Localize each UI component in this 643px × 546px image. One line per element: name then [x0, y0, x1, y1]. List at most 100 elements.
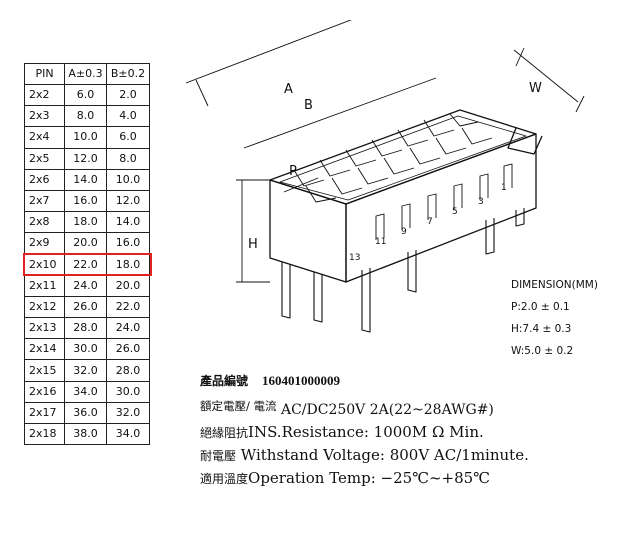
- a-cell: 12.0: [64, 147, 107, 170]
- pin-cell: 2x13: [24, 317, 65, 340]
- pin-cell: 2x12: [24, 295, 65, 319]
- pin-cell: 2x17: [24, 401, 65, 425]
- b-cell: 2.0: [106, 83, 150, 107]
- label-b: B: [304, 98, 313, 113]
- label-a: A: [284, 82, 293, 97]
- highlighted-row-outline: [22, 253, 152, 277]
- a-cell: 16.0: [64, 189, 107, 213]
- a-cell: 36.0: [64, 401, 107, 425]
- pin-cell: 2x8: [24, 211, 65, 234]
- pin-cell: 2x11: [24, 274, 65, 297]
- pin-number-label: 13: [349, 253, 360, 263]
- a-cell: 30.0: [64, 338, 107, 361]
- pin-number-label: 3: [478, 197, 484, 207]
- connector-drawing: A B P W H: [186, 20, 585, 333]
- pin-cell: 2x6: [24, 168, 65, 191]
- a-cell: 20.0: [64, 232, 107, 255]
- label-w: W: [529, 81, 542, 96]
- b-cell: 30.0: [106, 380, 150, 403]
- withstand-line: 耐電壓 Withstand Voltage: 800V AC/1minute.: [200, 444, 529, 467]
- a-cell: 34.0: [64, 380, 107, 403]
- b-cell: 28.0: [106, 359, 150, 382]
- spec-block: 產品編號 160401000009 額定電壓/ 電流 AC/DC250V 2A(2…: [200, 372, 529, 490]
- withstand-label: 耐電壓: [200, 449, 237, 463]
- b-cell: 26.0: [106, 338, 150, 361]
- dimension-a: A: [186, 20, 352, 107]
- pin-number-label: 11: [375, 237, 386, 247]
- table-header-row: PIN A±0.3 B±0.2: [24, 63, 150, 85]
- pin-cell: 2x18: [24, 422, 65, 446]
- a-cell: 14.0: [64, 168, 107, 191]
- dimension-p-value: P:2.0 ± 0.1: [511, 301, 570, 313]
- a-cell: 38.0: [64, 422, 107, 446]
- b-cell: 22.0: [106, 295, 150, 319]
- a-cell: 26.0: [64, 295, 107, 319]
- temperature-line: 適用溫度Operation Temp: −25℃~+85℃: [200, 467, 529, 490]
- b-cell: 24.0: [106, 317, 150, 340]
- part-number-label: 產品編號: [200, 374, 249, 388]
- pin-cell: 2x7: [24, 189, 65, 213]
- withstand-value: Withstand Voltage: 800V AC/1minute.: [240, 446, 529, 464]
- insulation-line: 絕緣阻抗INS.Resistance: 1000M Ω Min.: [200, 421, 529, 444]
- part-number-value: 160401000009: [262, 373, 341, 388]
- connector-housing: [269, 109, 543, 333]
- label-h: H: [248, 237, 258, 252]
- temperature-label: 適用溫度: [200, 472, 249, 486]
- dimension-w-value: W:5.0 ± 0.2: [511, 345, 574, 357]
- b-cell: 8.0: [106, 147, 150, 170]
- pin-cell: 2x14: [24, 338, 65, 361]
- rating-value: AC/DC250V 2A(22~28AWG#): [280, 402, 494, 418]
- b-cell: 32.0: [106, 401, 150, 425]
- header-a: A±0.3: [64, 63, 107, 85]
- a-cell: 32.0: [64, 359, 107, 382]
- dimension-b: B: [243, 77, 437, 149]
- temperature-value: Operation Temp: −25℃~+85℃: [248, 469, 490, 487]
- b-cell: 14.0: [106, 211, 150, 234]
- pin-cell: 2x4: [24, 126, 65, 149]
- pin-cell: 2x5: [24, 147, 65, 170]
- header-pin: PIN: [24, 63, 65, 85]
- pin-number-label: 7: [427, 217, 433, 227]
- pin-cell: 2x3: [24, 105, 65, 128]
- rating-label: 額定電壓/ 電流: [200, 399, 277, 413]
- insulation-value: INS.Resistance: 1000M Ω Min.: [248, 423, 484, 441]
- header-b: B±0.2: [106, 63, 150, 85]
- b-cell: 20.0: [106, 274, 150, 297]
- b-cell: 34.0: [106, 422, 150, 446]
- part-number-line: 產品編號 160401000009: [200, 372, 529, 389]
- rating-line: 額定電壓/ 電流 AC/DC250V 2A(22~28AWG#): [200, 398, 529, 418]
- b-cell: 4.0: [106, 105, 150, 128]
- pin-cell: 2x9: [24, 232, 65, 255]
- dimension-legend: DIMENSION(MM) P:2.0 ± 0.1 H:7.4 ± 0.3 W:…: [511, 274, 598, 362]
- a-cell: 10.0: [64, 126, 107, 149]
- insulation-label: 絕緣阻抗: [200, 426, 249, 440]
- a-cell: 18.0: [64, 211, 107, 234]
- b-cell: 12.0: [106, 189, 150, 213]
- dimension-w: W: [513, 47, 585, 113]
- pin-cell: 2x15: [24, 359, 65, 382]
- a-cell: 24.0: [64, 274, 107, 297]
- a-cell: 8.0: [64, 105, 107, 128]
- b-cell: 6.0: [106, 126, 150, 149]
- pin-cell: 2x2: [24, 83, 65, 107]
- pin-number-label: 5: [452, 207, 458, 217]
- b-cell: 18.0: [106, 253, 150, 276]
- pin-number-label: 1: [501, 183, 507, 193]
- pin-cell: 2x16: [24, 380, 65, 403]
